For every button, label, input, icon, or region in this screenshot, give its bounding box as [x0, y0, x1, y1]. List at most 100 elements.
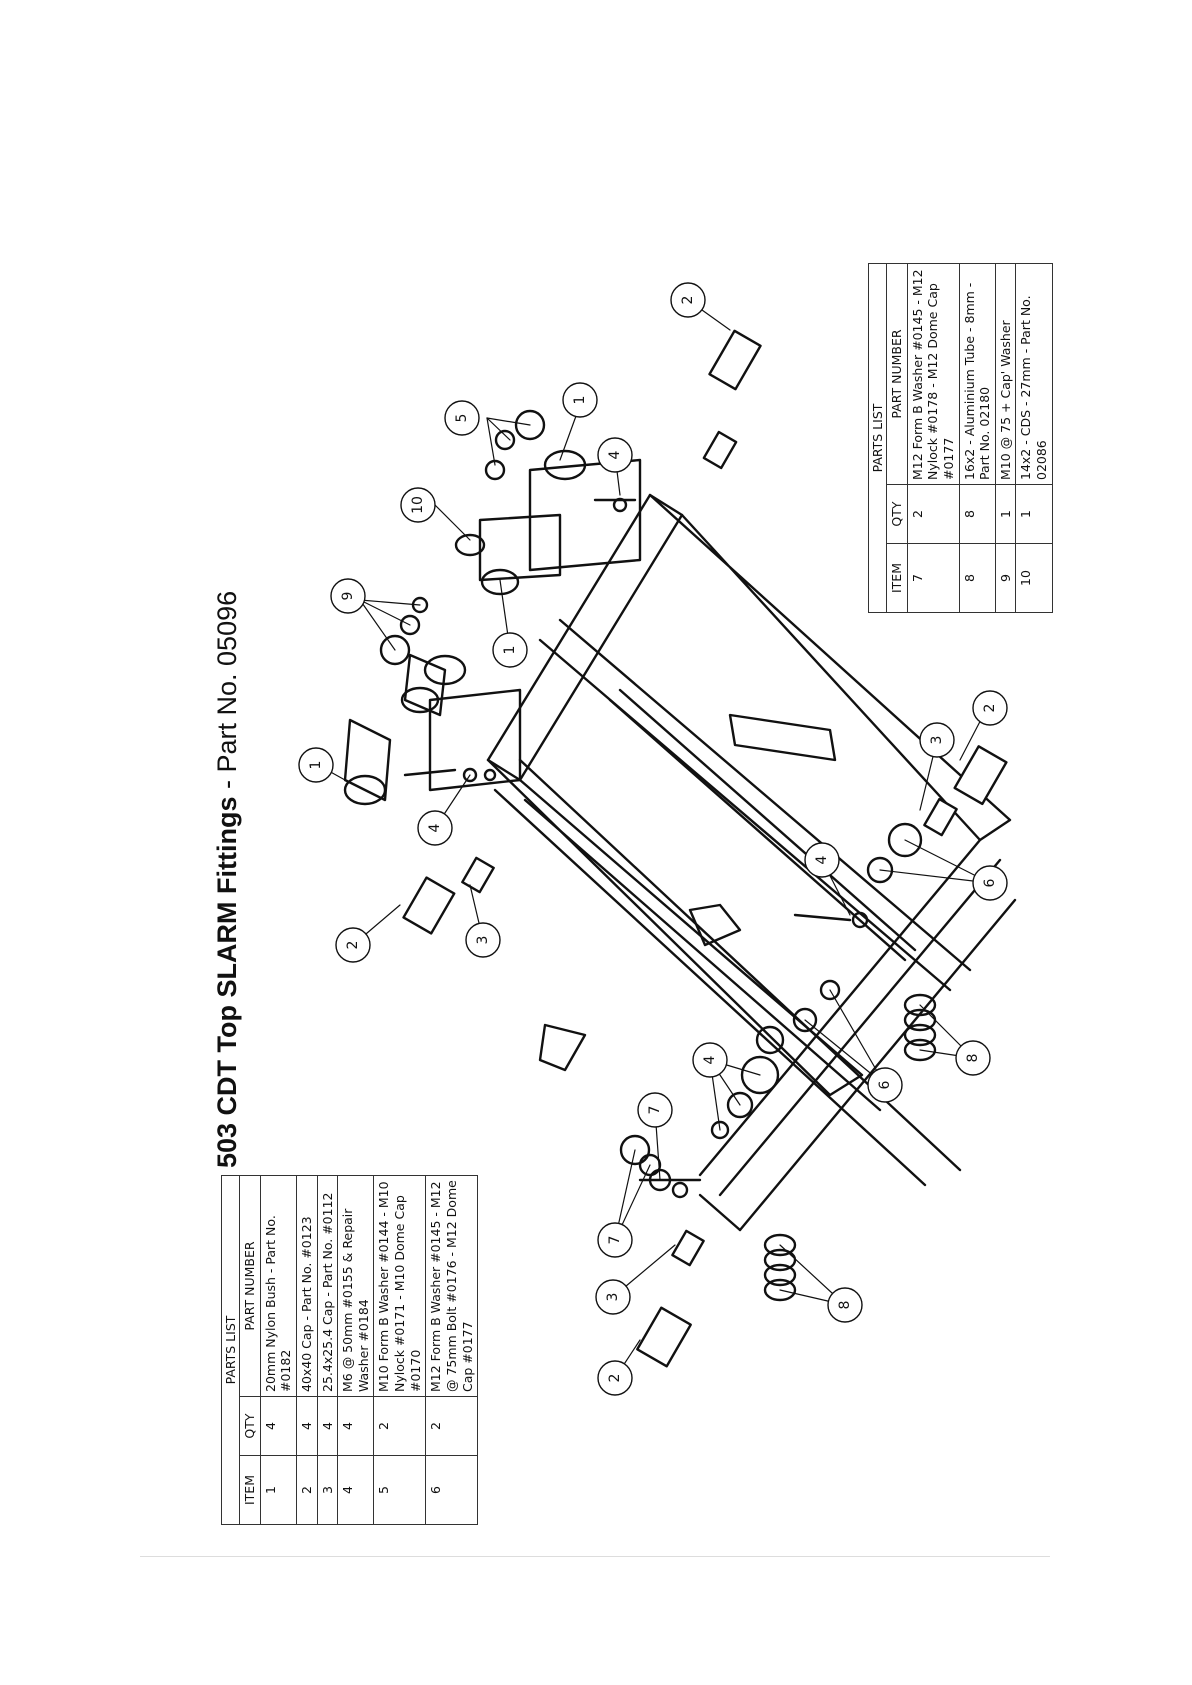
balloon-callout: 4 [692, 1042, 728, 1078]
balloon-callout: 3 [919, 722, 955, 758]
balloon-number: 1 [572, 396, 588, 405]
parts-cell-item: 2 [296, 1455, 317, 1525]
balloon-circle [597, 1222, 633, 1258]
bushes [343, 449, 587, 806]
balloon-circle [692, 1042, 728, 1078]
balloon-callout: 8 [827, 1287, 863, 1323]
balloon-circle [955, 1040, 991, 1076]
balloon-number: 2 [345, 941, 361, 950]
balloon-circle [465, 922, 501, 958]
balloon-callout: 3 [465, 922, 501, 958]
balloon-callout: 6 [972, 865, 1008, 901]
parts-cell-qty: 2 [425, 1396, 478, 1456]
parts-cell-item: 1 [260, 1455, 297, 1525]
balloon-number: 4 [607, 450, 623, 459]
balloon-circle [595, 1279, 631, 1315]
balloon-circle [444, 400, 480, 436]
balloon-callout: 2 [597, 1360, 633, 1396]
balloon-callout: 9 [330, 578, 366, 614]
balloon-circle [335, 927, 371, 963]
parts-cell-qty: 2 [907, 484, 959, 544]
parts-cell-part: 20mm Nylon Bush - Part No. #0182 [260, 1175, 297, 1397]
parts-list-right-caption: PARTS LIST [868, 263, 886, 613]
balloon-number: 9 [340, 592, 356, 601]
balloon-callout: 2 [972, 690, 1008, 726]
parts-cell-part: M10 Form B Washer #0144 - M10 Nylock #01… [373, 1175, 426, 1397]
balloon-circle [400, 487, 436, 523]
parts-cell-qty: 1 [1015, 484, 1053, 544]
balloon-callout: 1 [562, 382, 598, 418]
parts-cell-qty: 2 [373, 1396, 426, 1456]
balloon-circle [562, 382, 598, 418]
col-qty-header: QTY [886, 484, 908, 544]
col-part-header: PART NUMBER [239, 1175, 261, 1397]
balloon-number: 10 [410, 496, 426, 514]
parts-cell-qty: 4 [260, 1396, 297, 1456]
balloon-callout: 8 [955, 1040, 991, 1076]
balloon-circle [919, 722, 955, 758]
balloon-circle [972, 690, 1008, 726]
col-part-header: PART NUMBER [886, 263, 908, 485]
balloon-circle [670, 282, 706, 318]
balloon-callout: 4 [597, 437, 633, 473]
balloon-number: 5 [454, 414, 470, 423]
col-item-header: ITEM [886, 543, 908, 613]
parts-cell-item: 3 [317, 1455, 338, 1525]
parts-cell-part: M6 @ 50mm #0155 & Repair Washer #0184 [337, 1175, 374, 1397]
fasteners [379, 409, 923, 1199]
balloon-number: 8 [837, 1301, 853, 1310]
balloon-number: 2 [982, 704, 998, 713]
balloon-number: 4 [427, 823, 443, 832]
balloon-number: 2 [680, 296, 696, 305]
parts-cell-item: 4 [337, 1455, 374, 1525]
balloon-number: 4 [814, 855, 830, 864]
balloon-callout: 3 [595, 1279, 631, 1315]
footer-rule [140, 1556, 1050, 1557]
parts-cell-qty: 4 [317, 1396, 338, 1456]
leader-lines [317, 299, 991, 1379]
balloon-number: 3 [475, 936, 491, 945]
parts-cell-item: 7 [907, 543, 959, 613]
balloon-circle [597, 1360, 633, 1396]
balloon-callout: 2 [335, 927, 371, 963]
balloon-number: 3 [605, 1293, 621, 1302]
parts-cell-part: 40x40 Cap - Part No. #0123 [296, 1175, 317, 1397]
balloon-circle [492, 632, 528, 668]
balloon-circle [804, 842, 840, 878]
parts-cell-part: M10 @ 75 + Cap' Washer [995, 263, 1016, 485]
balloon-number: 8 [965, 1054, 981, 1063]
parts-cell-qty: 4 [296, 1396, 317, 1456]
parts-cell-item: 5 [373, 1455, 426, 1525]
balloon-circle [637, 1092, 673, 1128]
balloon-callout: 6 [867, 1067, 903, 1103]
balloon-callout: 1 [492, 632, 528, 668]
balloon-number: 2 [607, 1374, 623, 1383]
end-caps [402, 329, 1008, 1368]
frame-rails [486, 493, 1017, 1232]
balloon-number: 1 [502, 646, 518, 655]
aluminium-tubes [763, 993, 937, 1302]
balloon-number: 6 [982, 878, 998, 887]
balloon-circle [972, 865, 1008, 901]
balloon-callout: 4 [804, 842, 840, 878]
parts-list-left-caption: PARTS LIST [221, 1175, 239, 1525]
balloon-callout: 2 [670, 282, 706, 318]
parts-cell-part: M12 Form B Washer #0145 - M12 @ 75mm Bol… [425, 1175, 478, 1397]
balloon-callout: 5 [444, 400, 480, 436]
balloon-number: 3 [929, 736, 945, 745]
balloon-circle [597, 437, 633, 473]
balloon-callout: 10 [400, 487, 436, 523]
parts-cell-part: 16x2 - Aluminium Tube - 8mm - Part No. 0… [959, 263, 996, 485]
parts-cell-item: 8 [959, 543, 996, 613]
col-qty-header: QTY [239, 1396, 261, 1456]
balloon-number: 6 [877, 1080, 893, 1089]
